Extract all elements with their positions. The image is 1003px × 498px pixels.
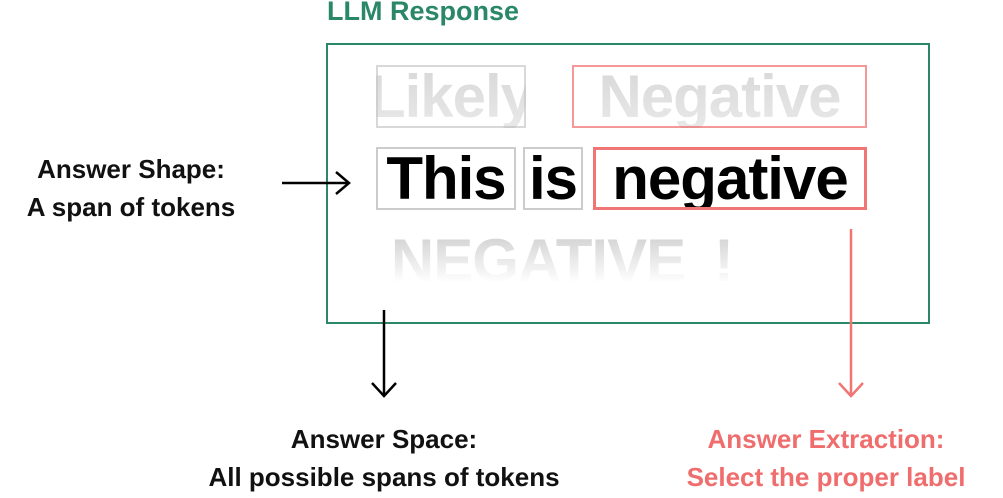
arrow-right-icon xyxy=(282,171,351,195)
arrow-down-red-icon xyxy=(838,229,864,398)
answer-shape-label: Answer Shape: A span of tokens xyxy=(0,150,262,226)
llm-response-title: LLM Response xyxy=(327,0,520,26)
answer-shape-desc: A span of tokens xyxy=(26,192,236,222)
token-negative-uppercase: NEGATIVE xyxy=(376,229,700,292)
answer-space-desc: All possible spans of tokens xyxy=(208,462,560,492)
answer-extraction-label: Answer Extraction: Select the proper lab… xyxy=(640,420,1003,496)
answer-extraction-desc: Select the proper label xyxy=(686,462,966,492)
token-is: is xyxy=(523,147,583,210)
token-exclamation: ! xyxy=(705,229,742,292)
answer-shape-title: Answer Shape: xyxy=(37,154,225,184)
token-likely: Likely xyxy=(376,65,526,128)
token-negative-selected: negative xyxy=(593,147,867,210)
token-negative-capitalized: Negative xyxy=(572,65,867,128)
token-this: This xyxy=(376,147,516,210)
answer-space-label: Answer Space: All possible spans of toke… xyxy=(150,420,618,496)
answer-space-title: Answer Space: xyxy=(290,424,478,454)
answer-extraction-title: Answer Extraction: xyxy=(707,424,945,454)
arrow-down-icon xyxy=(371,310,397,398)
